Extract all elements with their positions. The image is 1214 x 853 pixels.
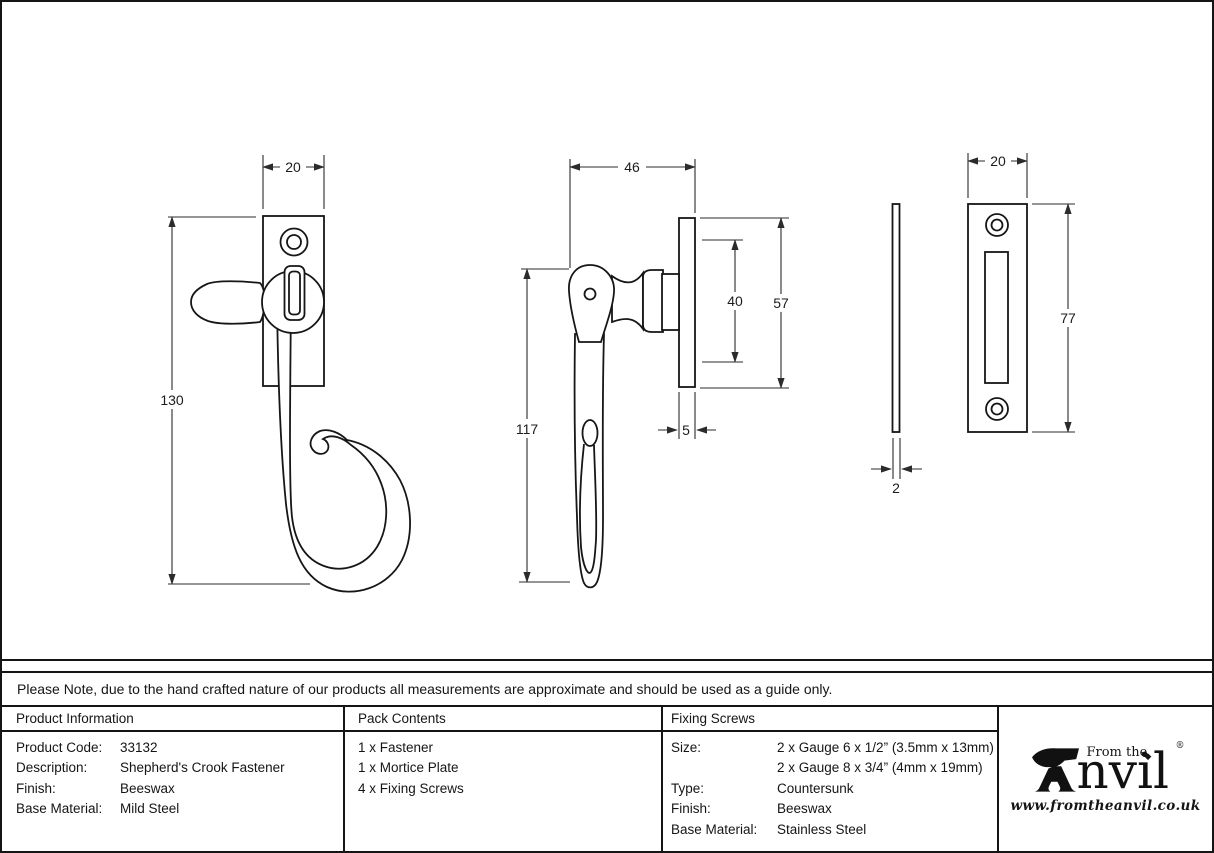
row-value: 2 x Gauge 6 x 1/2” (3.5mm x 13mm) [777, 740, 994, 755]
dim-front-width: 20 [285, 159, 301, 175]
info-table: Product Information Pack Contents Fixing… [2, 707, 1212, 851]
mortice-plate-side-view: 2 [871, 203, 922, 496]
side-head [568, 264, 615, 343]
dim-mortice-thickness: 2 [892, 480, 900, 496]
front-handle-grip [190, 280, 266, 325]
list-item: 4 x Fixing Screws [358, 780, 464, 796]
row-label: Base Material: [16, 801, 103, 817]
dim-side-plate-height: 57 [773, 295, 789, 311]
table-row: Product Code: 33132 [16, 738, 343, 758]
fixing-screws-header: Fixing Screws [671, 711, 756, 726]
table-row: Type: Countersunk [671, 779, 997, 799]
side-plate [678, 217, 696, 388]
table-row: Finish: Beeswax [16, 779, 343, 799]
row-value: Shepherd's Crook Fastener [120, 760, 285, 776]
row-value: 2 x Gauge 8 x 3/4” (4mm x 19mm) [777, 760, 983, 776]
row-label: Product Code: [16, 740, 103, 755]
table-row: Description: Shepherd's Crook Fastener [16, 758, 343, 778]
side-head-hole [583, 287, 597, 301]
fixing-screws-header-cell: Fixing Screws [663, 707, 999, 732]
table-row: Finish: Beeswax [671, 799, 997, 819]
product-information-header-cell: Product Information [2, 707, 345, 732]
front-keep-slot-inner [288, 270, 301, 316]
from-the-anvil-logo: nvil From the ◆ ® [1030, 741, 1185, 800]
row-value: Stainless Steel [777, 821, 867, 837]
list-item: 1 x Mortice Plate [358, 760, 459, 776]
spacer [2, 661, 1212, 671]
side-rose-disc [642, 269, 664, 333]
registered-trademark-icon: ® [1175, 741, 1185, 751]
side-tail [573, 333, 605, 589]
product-information-header: Product Information [16, 711, 134, 726]
row-label: Finish: [16, 780, 56, 796]
measurement-note-row: Please Note, due to the hand crafted nat… [2, 673, 1212, 707]
mortice-plate-front-view: 20 77 [967, 152, 1083, 433]
row-label: Size: [671, 740, 702, 755]
info-panel: Please Note, due to the hand crafted nat… [2, 671, 1212, 851]
dim-side-height: 117 [516, 421, 539, 437]
dim-mortice-height: 77 [1060, 310, 1076, 326]
front-view: 20 130 [154, 155, 411, 593]
dim-side-plate-thickness: 5 [682, 422, 690, 438]
mortice-slot [984, 251, 1009, 384]
logo-word: nvil [1076, 742, 1169, 800]
table-row: Base Material: Mild Steel [16, 799, 343, 819]
dim-side-rose-height: 40 [727, 293, 743, 309]
pack-contents-cell: 1 x Fastener 1 x Mortice Plate 4 x Fixin… [345, 732, 663, 851]
logo-from-the: From the [1086, 745, 1148, 760]
technical-drawing-area: 20 130 [2, 2, 1212, 661]
side-neck [611, 270, 644, 332]
pack-contents-header-cell: Pack Contents [345, 707, 663, 732]
front-screw-hole-inner [286, 234, 302, 250]
row-label: Base Material: [671, 821, 758, 837]
pack-contents-header: Pack Contents [358, 711, 446, 726]
anvil-icon [1031, 748, 1079, 792]
row-value: 33132 [120, 740, 158, 755]
side-spindle [661, 273, 680, 331]
logo-website-url: www.fromtheanvil.co.uk [1010, 798, 1201, 814]
dim-mortice-width: 20 [990, 153, 1006, 169]
list-item: 1 x Fastener [358, 740, 434, 755]
brand-logo-cell: nvil From the ◆ ® www.fromtheanvil.co.uk [999, 707, 1212, 851]
product-information-cell: Product Code: 33132 Description: Shepher… [2, 732, 345, 851]
side-tail-curl [581, 419, 599, 447]
row-label [671, 758, 777, 778]
dim-side-depth: 46 [624, 159, 640, 175]
fixing-screws-cell: Size: 2 x Gauge 6 x 1/2” (3.5mm x 13mm) … [663, 732, 999, 851]
row-value: Beeswax [777, 801, 832, 817]
mortice-plate-edge [891, 203, 901, 433]
technical-drawing: 20 130 [154, 152, 1083, 593]
row-value: Beeswax [120, 780, 175, 796]
side-tail-inner-line [579, 443, 598, 574]
table-row: Base Material: Stainless Steel [671, 820, 997, 840]
diamond-icon: ◆ [1144, 751, 1152, 761]
row-value: Mild Steel [120, 801, 180, 817]
table-row: Size: 2 x Gauge 6 x 1/2” (3.5mm x 13mm) [671, 738, 997, 758]
side-view: 46 117 57 40 5 [509, 158, 796, 589]
row-label: Finish: [671, 801, 711, 817]
measurement-note-text: Please Note, due to the hand crafted nat… [17, 681, 833, 697]
mortice-hole-top-inner [990, 218, 1004, 232]
row-label: Description: [16, 760, 88, 776]
mortice-hole-bottom-inner [990, 402, 1004, 416]
row-value: Countersunk [777, 780, 854, 796]
row-label: Type: [671, 780, 705, 796]
dim-front-height: 130 [160, 392, 184, 408]
table-row: 2 x Gauge 8 x 3/4” (4mm x 19mm) [671, 758, 997, 778]
